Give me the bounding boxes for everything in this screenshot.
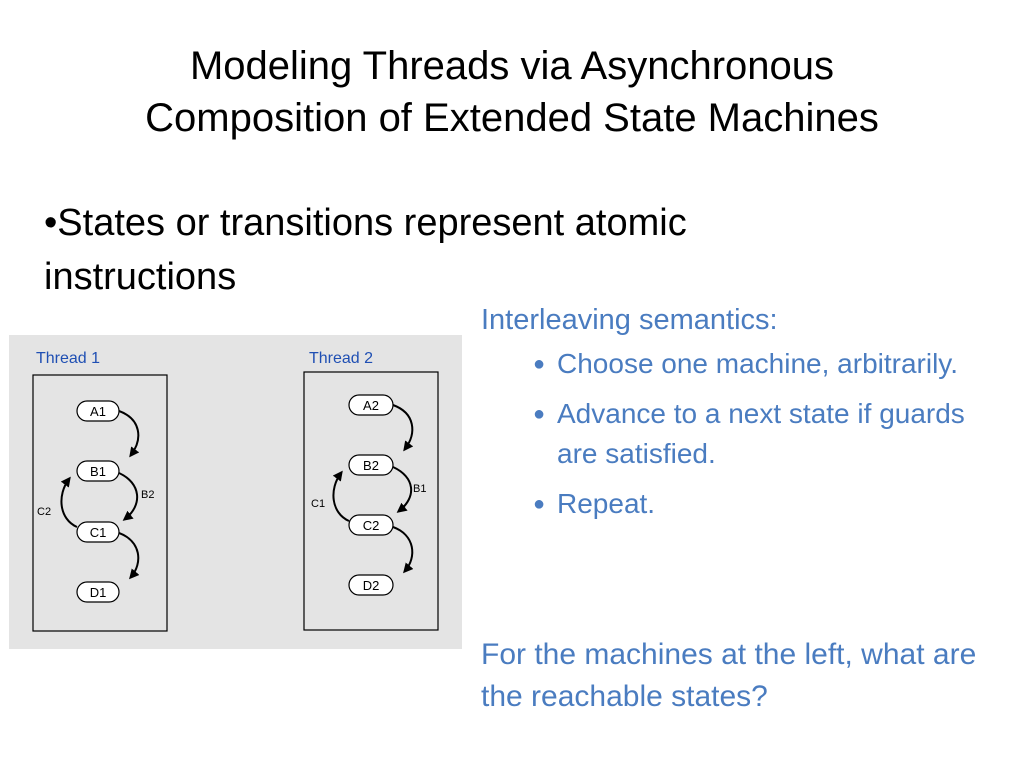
bullet-icon: ●	[533, 353, 546, 375]
bullet-icon: ●	[533, 403, 546, 425]
thread1-label: Thread 1	[36, 350, 100, 367]
thread1-state-d1: D1	[76, 581, 120, 603]
reachable-states-question: For the machines at the left, what are t…	[481, 638, 977, 713]
thread1-state-c1-label: C1	[90, 525, 107, 540]
thread2-state-b2: B2	[348, 454, 394, 476]
list-item-text: Repeat.	[557, 488, 656, 519]
thread1-edge-label-right: B2	[141, 489, 154, 501]
semantics-heading: Interleaving semantics:	[481, 304, 778, 336]
thread2-state-c2: C2	[348, 514, 394, 536]
thread2-state-b2-label: B2	[363, 458, 379, 473]
thread2-arrow-a2-b2	[392, 404, 414, 452]
thread2-state-d2-label: D2	[363, 578, 380, 593]
thread1-state-d1-label: D1	[90, 585, 107, 600]
thread2-state-c2-label: C2	[363, 518, 380, 533]
list-item-text: Advance to a next state if guards are sa…	[557, 398, 965, 469]
thread1-arrow-c1-b1	[60, 476, 78, 528]
list-item: ● Advance to a next state if guards are …	[481, 394, 1011, 474]
thread1-edge-label-left: C2	[37, 506, 51, 518]
thread2-state-a2-label: A2	[363, 398, 379, 413]
thread2-label: Thread 2	[309, 350, 373, 367]
thread2-edge-label-right: B1	[413, 483, 426, 495]
thread1-box	[32, 374, 168, 632]
thread1-arrow-c1-d1	[118, 532, 140, 580]
semantics-panel: Interleaving semantics: ● Choose one mac…	[481, 300, 1011, 534]
bullet-icon: ●	[533, 493, 546, 515]
list-item: ● Choose one machine, arbitrarily.	[481, 344, 1011, 384]
thread1-state-a1-label: A1	[90, 404, 106, 419]
thread2-arrow-b2-c2	[392, 466, 413, 513]
thread1-state-b1: B1	[76, 460, 120, 482]
title-line-1: Modeling Threads via Asynchronous	[189, 44, 835, 88]
thread2-state-d2: D2	[348, 574, 394, 596]
title-line-2: Composition of Extended State Machines	[145, 96, 879, 140]
thread2-state-a2: A2	[348, 394, 394, 416]
thread2-arrow-c2-b2	[332, 470, 350, 522]
semantics-list: ● Choose one machine, arbitrarily. ● Adv…	[481, 344, 1011, 524]
thread1-arrow-a1-b1	[118, 410, 140, 458]
thread1-state-c1: C1	[76, 521, 120, 543]
list-item: ● Repeat.	[481, 484, 1011, 524]
state-machine-diagram: Thread 1 A1 B1 C1 D1 B2 C2 Thread 2 A2	[32, 350, 439, 632]
thread1-state-b1-label: B1	[90, 464, 106, 479]
thread2-arrow-c2-d2	[392, 526, 414, 574]
main-bullet: •States or transitions represent atomic …	[44, 202, 687, 298]
thread2-box	[303, 371, 439, 631]
list-item-text: Choose one machine, arbitrarily.	[557, 348, 959, 379]
thread1-state-a1: A1	[76, 400, 120, 422]
thread2-edge-label-left: C1	[311, 498, 325, 510]
thread1-arrow-b1-c1	[118, 472, 139, 521]
state-machine-figure: Thread 1 A1 B1 C1 D1 B2 C2 Thread 2 A2	[9, 335, 462, 649]
slide-title: Modeling Threads via Asynchronous Compos…	[0, 40, 1024, 144]
